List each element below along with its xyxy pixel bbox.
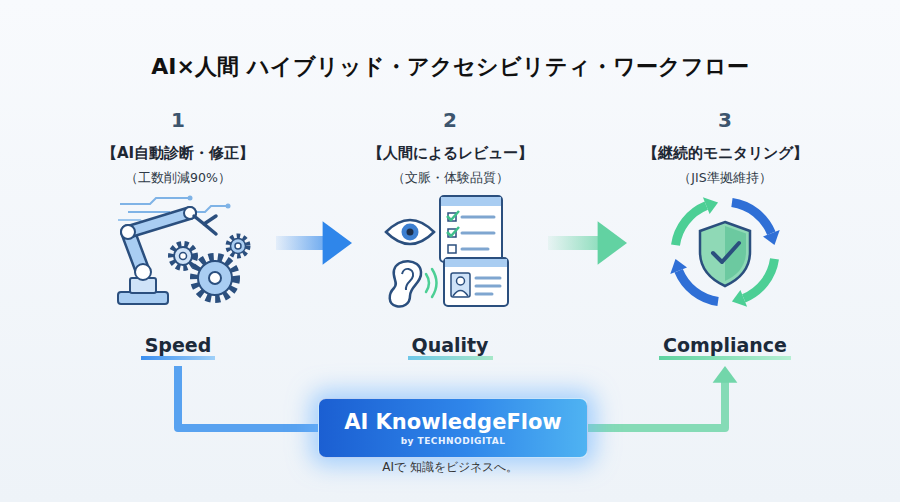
eye-pupil [407, 229, 414, 236]
step-heading: 【AI自動診断・修正】 [102, 142, 254, 164]
ear-inner [402, 269, 413, 290]
gear [231, 239, 246, 254]
check-line [462, 217, 494, 249]
tagline-caption: AIで 知識をビジネスへ。 [0, 459, 900, 475]
gear-hub [180, 253, 187, 260]
step-keyword: Compliance [659, 333, 791, 360]
eye-iris [402, 224, 419, 241]
connector-line [588, 380, 725, 428]
gear-hub [209, 272, 221, 284]
arrow-head [713, 366, 738, 383]
flow-connector [548, 221, 627, 264]
circuit-dot [226, 204, 231, 209]
step-subheading: （文脈・体験品質） [392, 168, 509, 188]
eye [386, 220, 434, 244]
robot-arm-icon [118, 196, 248, 305]
step-column: 2 【人間によるレビュー】 （文脈・体験品質） Quality [358, 108, 542, 360]
gear-teeth [194, 257, 236, 299]
check-box [448, 245, 456, 253]
ear [390, 261, 421, 306]
gear-hub [235, 243, 241, 249]
gear [198, 261, 232, 295]
flow-connector [276, 221, 352, 264]
arrow-head [323, 221, 352, 264]
gear-teeth [228, 236, 248, 256]
robot-joint [135, 264, 151, 280]
profile-window [444, 258, 508, 306]
robot-arm-upper-fill [128, 213, 190, 232]
step-number: 2 [443, 108, 457, 132]
step-column: 3 【継続的モニタリング】 （JIS準拠維持） Compliance [633, 108, 817, 360]
brand-name: AI KnowledgeFlow [344, 409, 562, 435]
brand-byline: by TECHNODIGITAL [401, 435, 506, 447]
diagram-title: AI×人間 ハイブリッド・アクセシビリティ・ワークフロー [0, 52, 900, 82]
avatar-head [457, 277, 465, 285]
step-heading: 【人間によるレビュー】 [368, 142, 533, 164]
connector-line [548, 236, 602, 250]
step-keyword: Speed [141, 333, 216, 360]
check-mark [447, 211, 459, 236]
step-column: 1 【AI自動診断・修正】 （工数削減90%） Speed [86, 108, 270, 360]
review-icon [386, 196, 508, 307]
monitoring-icon [670, 197, 779, 306]
gear-teeth [171, 244, 195, 268]
robot-arm-upper [128, 213, 190, 232]
profile-line [476, 278, 500, 294]
flow-connector [178, 366, 318, 428]
step-heading: 【継続的モニタリング】 [643, 142, 808, 164]
sound-wave [426, 269, 437, 297]
step-keyword: Quality [408, 333, 493, 360]
circuit-dot [188, 196, 193, 201]
profile-avatar [451, 273, 470, 297]
step-subheading: （JIS準拠維持） [678, 168, 771, 188]
connector-line [276, 236, 327, 250]
step-number: 1 [171, 108, 185, 132]
circuit-line [120, 198, 190, 204]
cycle-arrow-head [732, 290, 747, 307]
avatar-body [453, 291, 468, 297]
shield [700, 222, 750, 286]
step-number: 3 [718, 108, 732, 132]
window-bar [445, 259, 507, 267]
connector-line [178, 366, 318, 428]
arrow-head [598, 221, 627, 264]
robot-gripper [194, 216, 216, 234]
robot-joint [121, 225, 135, 239]
checklist-window [440, 196, 502, 262]
flow-connector [588, 366, 737, 428]
cycle-arrow-head [670, 259, 687, 274]
gear [174, 247, 192, 265]
cycle-arrow-head [703, 197, 718, 214]
window-bar [441, 197, 501, 206]
circuit-line [128, 211, 170, 213]
cycle-arrow-head [763, 230, 780, 245]
shield-check [713, 243, 739, 262]
step-subheading: （工数削減90%） [125, 168, 231, 188]
brand-box: AI KnowledgeFlowby TECHNODIGITAL [318, 398, 588, 458]
